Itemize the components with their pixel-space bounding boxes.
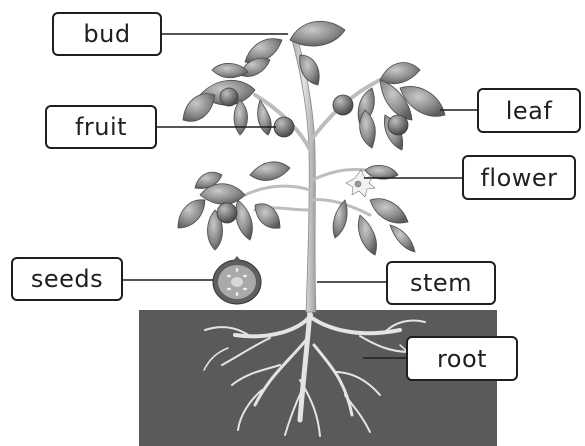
cut-tomato bbox=[213, 256, 261, 304]
fruit-2 bbox=[220, 88, 238, 106]
leader-lines bbox=[123, 34, 477, 358]
label-fruit: fruit bbox=[45, 105, 157, 149]
label-bud: bud bbox=[52, 12, 162, 56]
fruit-5 bbox=[217, 203, 237, 223]
fruit-3 bbox=[333, 95, 353, 115]
label-seeds: seeds bbox=[11, 257, 123, 301]
label-leaf: leaf bbox=[477, 88, 581, 133]
label-flower: flower bbox=[462, 155, 576, 200]
fruit-4 bbox=[388, 115, 408, 135]
label-root: root bbox=[406, 336, 518, 381]
label-stem: stem bbox=[386, 261, 496, 305]
fruit-1 bbox=[274, 117, 294, 137]
